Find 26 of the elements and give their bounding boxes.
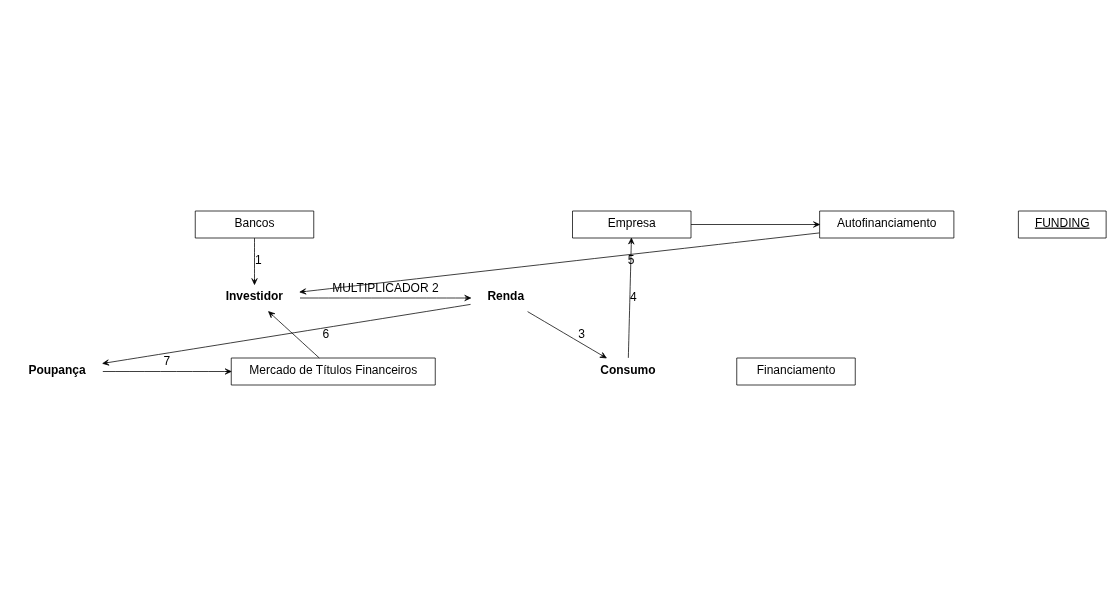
edge-label: 4: [629, 289, 637, 304]
edge-label: 7: [163, 353, 171, 368]
node-box: Empresa: [572, 210, 692, 238]
arrow: [251, 237, 258, 285]
arrow: [102, 367, 232, 375]
edge-label: 6: [322, 326, 330, 341]
node-box: FUNDING: [1018, 210, 1107, 238]
arrow: [690, 220, 820, 228]
node-box: Bancos: [194, 210, 315, 238]
arrow: [299, 232, 820, 294]
node-box: Autofinanciamento: [819, 210, 955, 238]
node-text: Consumo: [600, 362, 656, 377]
arrow: [268, 310, 320, 358]
edge-label: MULTIPLICADOR 2: [332, 280, 439, 295]
node-text: Renda: [487, 288, 525, 303]
node-text: Poupança: [28, 362, 86, 377]
edge-label: 5: [627, 252, 635, 267]
node-text: Investidor: [225, 288, 283, 303]
arrow: [527, 310, 607, 358]
arrow: [627, 237, 635, 358]
arrow: [102, 303, 471, 366]
node-box: Financiamento: [736, 357, 856, 385]
edge-label: 1: [254, 252, 262, 267]
node-box: Mercado de Títulos Financeiros: [230, 357, 436, 385]
arrow: [299, 294, 472, 301]
edge-label: 3: [578, 326, 585, 341]
